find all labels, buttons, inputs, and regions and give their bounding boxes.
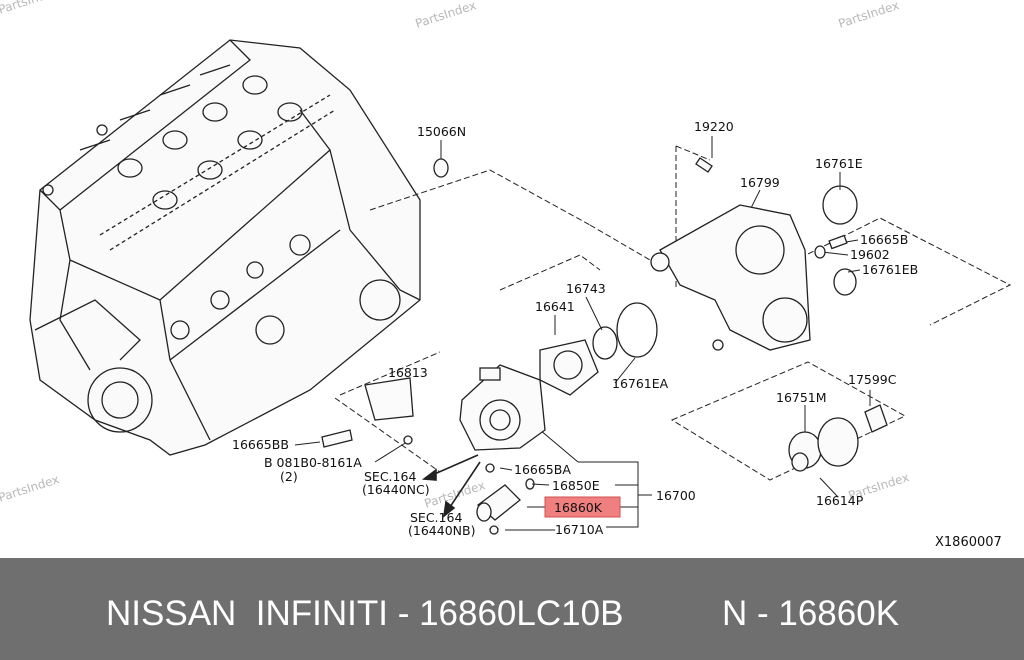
callout-16665BB[interactable]: 16665BB	[232, 437, 289, 452]
callout-16710A[interactable]: 16710A	[555, 522, 604, 537]
callout-16641[interactable]: 16641	[535, 299, 575, 314]
callout-sec164-b[interactable]: SEC.164	[410, 510, 462, 525]
watermark-mid-left: PartsIndex	[0, 472, 61, 505]
footer-part-number: NISSAN INFINITI - 16860LC10B	[106, 594, 624, 633]
callout-16813[interactable]: 16813	[388, 365, 428, 380]
callout-16614P[interactable]: 16614P	[816, 493, 864, 508]
callout-16440NB[interactable]: (16440NB)	[408, 523, 475, 538]
callout-16665B[interactable]: 16665B	[860, 232, 908, 247]
footer-banner: NISSAN INFINITI - 16860LC10B N - 16860K	[0, 558, 1024, 660]
callout-16751M[interactable]: 16751M	[776, 390, 827, 405]
watermark-top-center: PartsIndex	[414, 0, 478, 31]
callout-16440NC[interactable]: (16440NC)	[362, 482, 430, 497]
callout-16665BA[interactable]: 16665BA	[514, 462, 571, 477]
engine-block-drawing	[29, 39, 421, 456]
callout-16761E[interactable]: 16761E	[815, 156, 863, 171]
watermark-top-left: PartsIndex	[0, 0, 61, 17]
component-drawings	[321, 157, 888, 535]
callout-sec164-a[interactable]: SEC.164	[364, 469, 416, 484]
callout-16761EA[interactable]: 16761EA	[612, 376, 669, 391]
callout-16850E[interactable]: 16850E	[552, 478, 600, 493]
callout-17599C[interactable]: 17599C	[848, 372, 897, 387]
callout-16743[interactable]: 16743	[566, 281, 606, 296]
callout-15066N[interactable]: 15066N	[417, 124, 466, 139]
assembly-outlines	[294, 136, 1012, 531]
callout-16799[interactable]: 16799	[740, 175, 780, 190]
watermark-mid-center: PartsIndex	[423, 478, 487, 511]
footer-short-code: N - 16860K	[722, 594, 900, 633]
section-arrows	[421, 454, 481, 518]
callout-19602[interactable]: 19602	[850, 247, 890, 262]
watermark-top-right: PartsIndex	[837, 0, 901, 31]
callout-16860K[interactable]: 16860K	[554, 500, 603, 515]
callout-19220[interactable]: 19220	[694, 119, 734, 134]
callout-qty-2: (2)	[280, 469, 298, 484]
diagram-id: X1860007	[935, 535, 1002, 550]
parts-diagram: PartsIndex PartsIndex PartsIndex PartsIn…	[0, 0, 1012, 550]
callout-081B0-8161A[interactable]: B 081B0-8161A	[264, 455, 362, 470]
callout-16761EB[interactable]: 16761EB	[862, 262, 918, 277]
callout-16700[interactable]: 16700	[656, 488, 696, 503]
highlight-box	[544, 496, 621, 518]
